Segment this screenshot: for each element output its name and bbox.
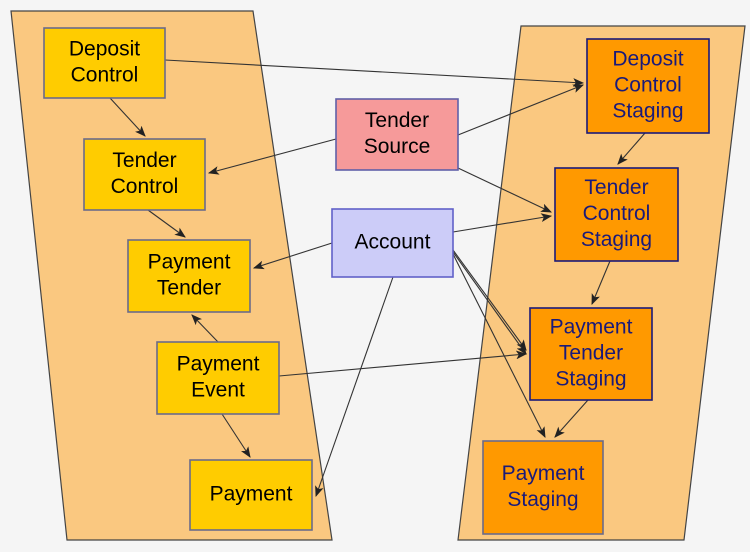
node-label-payment-event: Payment (177, 353, 260, 376)
edge-account-to-payment (315, 276, 394, 498)
node-label-payment-tender-staging: Staging (555, 368, 626, 391)
node-label-tender-control-staging: Tender (584, 176, 648, 199)
node-label-payment: Payment (210, 483, 293, 506)
node-payment[interactable]: Payment (189, 459, 313, 531)
edge-account-to-payment-tender-staging (452, 251, 527, 355)
node-label-tender-source: Tender (365, 109, 429, 132)
edge-tender-source-to-tender-control (207, 138, 337, 175)
edges-layer (109, 59, 646, 498)
edge-tender-control-staging-to-payment-tender-staging (591, 260, 611, 306)
node-label-payment-tender: Payment (148, 251, 231, 274)
right-staging-container (457, 25, 746, 541)
edge-payment-event-to-payment (221, 413, 251, 458)
node-label-tender-control-staging: Control (583, 202, 651, 225)
edge-account-to-payment-staging (452, 253, 546, 438)
node-label-deposit-control-staging: Staging (612, 100, 683, 123)
node-box-tender-source[interactable] (335, 98, 459, 171)
node-label-deposit-control-staging: Deposit (612, 48, 683, 71)
node-box-tender-control[interactable] (83, 138, 206, 211)
edge-account-to-payment-tender-staging (452, 249, 527, 351)
node-label-payment-tender-staging: Tender (559, 342, 623, 365)
node-label-payment-staging: Payment (502, 462, 585, 485)
node-box-payment-staging[interactable] (482, 440, 604, 535)
node-box-payment-tender-staging[interactable] (529, 307, 653, 401)
node-label-payment-staging: Staging (507, 488, 578, 511)
node-box-payment-event[interactable] (156, 341, 280, 415)
node-box-tender-control-staging[interactable] (554, 167, 679, 262)
edge-payment-event-to-payment-tender-staging (278, 350, 528, 377)
node-label-deposit-control: Control (71, 64, 139, 87)
edge-tender-source-to-deposit-control-staging (457, 84, 585, 136)
node-label-deposit-control: Deposit (69, 38, 140, 61)
node-box-deposit-control[interactable] (43, 27, 166, 99)
node-label-tender-source: Source (364, 135, 431, 158)
nodes-layer: DepositControlTenderControlPaymentTender… (43, 27, 710, 535)
edge-deposit-control-to-tender-control (109, 97, 146, 137)
node-box-account[interactable] (331, 208, 454, 278)
edge-payment-tender-staging-to-payment-staging (554, 399, 589, 438)
edge-deposit-control-to-deposit-control-staging (164, 59, 585, 87)
node-label-tender-control-staging: Staging (581, 228, 652, 251)
edge-account-to-tender-control-staging (452, 213, 553, 233)
edge-account-to-payment-tender (252, 242, 333, 270)
node-box-deposit-control-staging[interactable] (586, 38, 710, 134)
node-label-deposit-control-staging: Control (614, 74, 682, 97)
node-label-payment-tender-staging: Payment (550, 316, 633, 339)
node-label-payment-tender: Tender (157, 277, 221, 300)
node-box-payment-tender[interactable] (127, 239, 251, 313)
edge-payment-event-to-payment-tender (191, 314, 219, 343)
edge-deposit-control-staging-to-tender-control-staging (617, 132, 646, 165)
edge-tender-control-to-payment-tender (147, 209, 186, 238)
node-label-tender-control: Tender (112, 149, 176, 172)
node-label-tender-control: Control (111, 175, 179, 198)
node-label-payment-event: Event (191, 379, 245, 402)
edge-tender-source-to-tender-control-staging (457, 167, 552, 213)
node-account[interactable]: Account (331, 208, 454, 278)
node-label-account: Account (355, 231, 431, 254)
node-box-payment[interactable] (189, 459, 313, 531)
